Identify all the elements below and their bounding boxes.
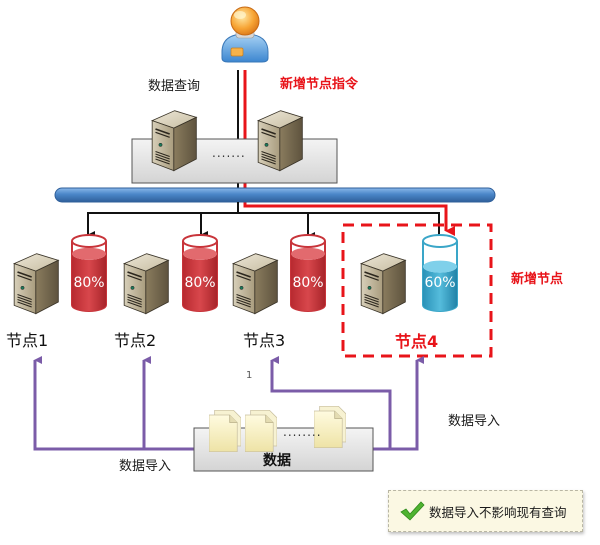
new-node-label: 新增节点	[511, 272, 564, 287]
data-ellipsis: ........	[283, 425, 322, 439]
node-1-usage-fill	[72, 253, 106, 311]
cluster-ellipsis: .......	[212, 146, 246, 160]
data-store-label: 数据	[263, 453, 291, 469]
node-4-label: 节点4	[395, 332, 439, 351]
add-node-command-label: 新增节点指令	[280, 77, 359, 92]
node-4-usage-label: 60%	[424, 275, 455, 291]
data-file-1-icon	[209, 410, 241, 452]
add-node-command-line	[243, 70, 455, 236]
node-4-storage-cylinder: 60%	[422, 234, 458, 312]
step-number: 1	[246, 370, 253, 381]
node-2-storage-cylinder: 80%	[182, 234, 218, 312]
note-box: 数据导入不影响现有查询	[388, 490, 583, 532]
data-file-2-icon	[245, 410, 277, 452]
node-1-server-icon	[13, 252, 60, 315]
cluster-server-1-icon	[151, 109, 198, 172]
import-label-left: 数据导入	[119, 459, 172, 474]
node-3-storage-cylinder: 80%	[290, 234, 326, 312]
node-3-server-icon	[232, 252, 279, 315]
node-1-usage-label: 80%	[73, 275, 104, 291]
query-label: 数据查询	[148, 79, 201, 94]
user-icon	[221, 6, 269, 63]
node-1-label: 节点1	[6, 331, 49, 350]
node-4-server-icon	[360, 252, 407, 315]
node-3-usage-fill	[291, 253, 325, 311]
node-4-usage-fill	[423, 266, 457, 311]
node-2-usage-fill	[183, 253, 217, 311]
import-lines	[33, 356, 424, 451]
node-1-storage-cylinder: 80%	[71, 234, 107, 312]
import-label-right: 数据导入	[448, 414, 501, 429]
node-3-label: 节点3	[243, 331, 286, 350]
note-text: 数据导入不影响现有查询	[429, 504, 567, 520]
node-2-server-icon	[123, 252, 170, 315]
cluster-server-2-icon	[257, 109, 304, 172]
node-2-label: 节点2	[114, 331, 157, 350]
node-3-usage-label: 80%	[292, 275, 323, 291]
network-bus	[54, 187, 496, 203]
node-2-usage-label: 80%	[184, 275, 215, 291]
checkmark-icon	[400, 501, 425, 521]
distribution-lines	[87, 202, 446, 245]
